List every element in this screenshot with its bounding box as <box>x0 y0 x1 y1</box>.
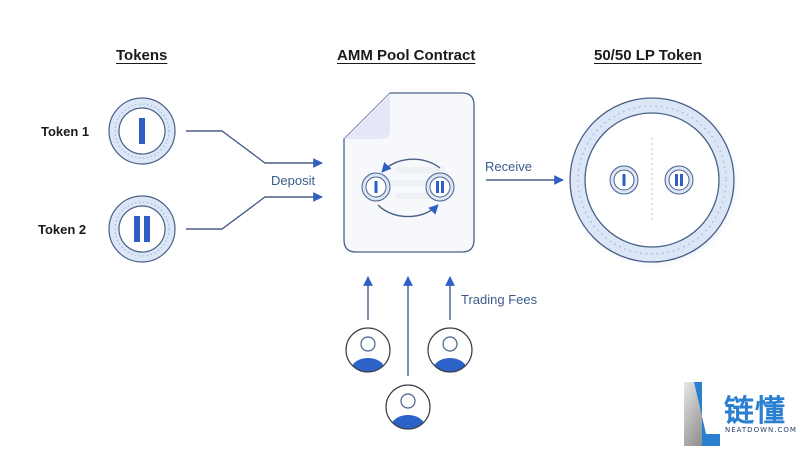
receive-label: Receive <box>485 159 532 174</box>
token-1-label: Token 1 <box>41 124 90 139</box>
lp-token-heading: 50/50 LP Token <box>594 47 702 64</box>
pool-token-1-coin <box>361 172 391 202</box>
lp-token-2-coin <box>664 165 694 195</box>
lp-token-1-coin <box>609 165 639 195</box>
token-2-coin <box>108 195 176 263</box>
user-icon <box>385 384 431 430</box>
user-icon <box>427 327 473 373</box>
logo-brand-cn: 链懂 <box>724 394 786 429</box>
lp-token-coin <box>567 95 743 271</box>
pool-heading: AMM Pool Contract <box>337 47 476 64</box>
swap-arrow-top <box>381 158 441 173</box>
neatdown-logo: 链懂 NEATDOWN.COM <box>684 382 798 448</box>
deposit-arrow-token-2 <box>186 192 323 230</box>
tokens-heading: Tokens <box>116 47 168 64</box>
user-icon <box>345 327 391 373</box>
token-2-glyph-bar-left <box>134 216 140 242</box>
token-1-coin <box>108 97 176 165</box>
deposit-label: Deposit <box>271 173 316 188</box>
trading-fees-label: Trading Fees <box>461 292 538 307</box>
pool-token-2-coin <box>425 172 455 202</box>
swap-arrow-bottom <box>377 204 439 218</box>
token-1-glyph <box>139 118 145 144</box>
deposit-arrow-token-1 <box>186 130 323 168</box>
document-fold <box>344 93 390 139</box>
logo-brand-en: NEATDOWN.COM <box>725 426 797 434</box>
token-2-label: Token 2 <box>38 222 87 237</box>
token-2-glyph-bar-right <box>144 216 150 242</box>
pool-contract-document <box>343 92 475 253</box>
logo-l-mark <box>684 382 720 446</box>
